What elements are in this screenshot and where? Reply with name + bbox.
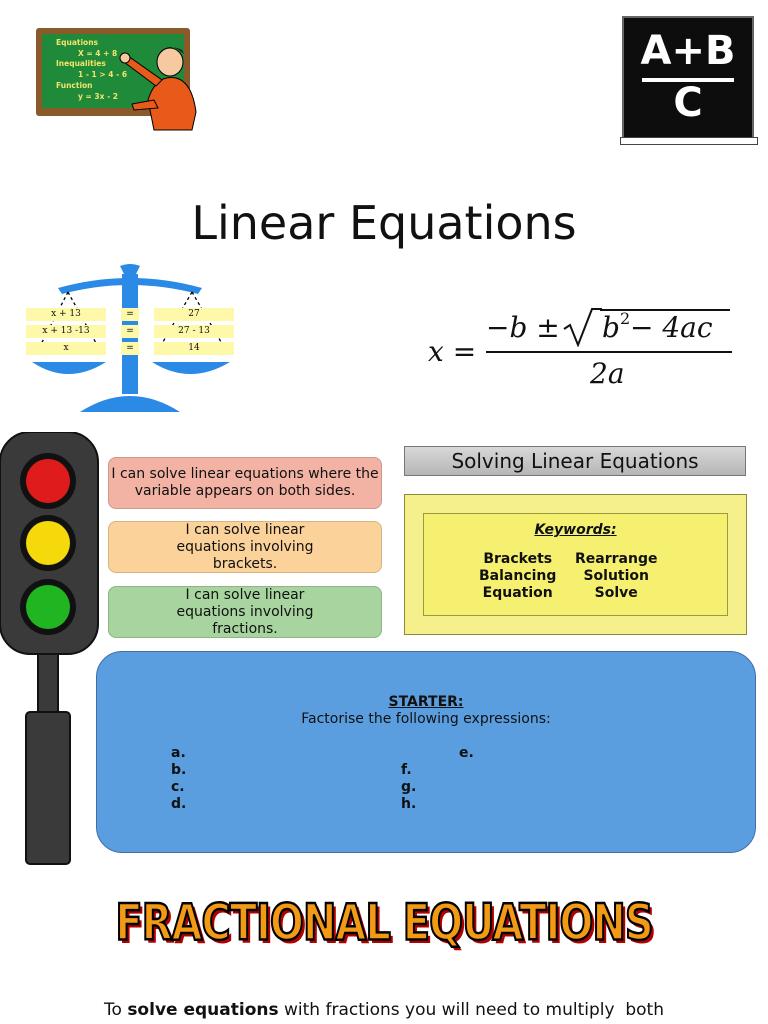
formula-radicand: b <box>602 311 620 344</box>
chalk-line: y = 3x - 2 <box>78 92 119 101</box>
keyword: Solution <box>583 568 649 584</box>
objective-green: I can solve linear equations involving f… <box>108 586 382 638</box>
scale-mid-cell: = <box>121 325 139 338</box>
starter-item: b. <box>171 762 187 778</box>
formula-numerator-start: −b ± <box>486 311 560 344</box>
scale-left-cell: x <box>26 342 106 355</box>
scale-left-cell: x + 13 <box>26 308 106 321</box>
red-light-icon <box>26 459 70 503</box>
board-ledge <box>620 137 758 145</box>
body-text: To solve equations with fractions you wi… <box>0 1000 768 1020</box>
chalk-line: Function <box>56 81 93 90</box>
teacher-icon <box>119 47 197 131</box>
board-fraction-bar <box>642 78 734 82</box>
keyword: Balancing <box>479 568 557 584</box>
scale-right-cell: 27 <box>154 308 234 321</box>
starter-item: c. <box>171 779 185 795</box>
green-light-icon <box>26 585 70 629</box>
objective-green-text: I can solve linear equations involving f… <box>176 586 314 637</box>
formula-radicand-rest: − 4ac <box>630 311 713 344</box>
keywords-inner <box>423 513 728 616</box>
starter-item: d. <box>171 796 187 812</box>
scale-icon <box>32 264 230 412</box>
keywords-col-2: Rearrange Solution Solve <box>575 551 657 602</box>
keywords-box: Keywords: Brackets Balancing Equation Re… <box>404 494 747 635</box>
body-text-post: with fractions you will need to multiply… <box>278 1000 664 1020</box>
scale-right-cell: 14 <box>154 342 234 355</box>
keyword: Solve <box>594 585 638 601</box>
scale-mid-cell: = <box>121 308 139 321</box>
section-banner: Solving Linear Equations <box>404 446 746 476</box>
formula-exponent: 2 <box>620 309 631 328</box>
starter-item: h. <box>401 796 417 812</box>
formula-lhs: x = <box>428 335 477 368</box>
scale-mid-cell: = <box>121 342 139 355</box>
starter-item: a. <box>171 745 186 761</box>
starter-item: g. <box>401 779 417 795</box>
board-numerator: A+B <box>640 28 736 74</box>
chalk-line: X = 4 + 8 <box>78 49 118 58</box>
keyword: Equation <box>482 585 553 601</box>
keywords-title: Keywords: <box>534 522 617 538</box>
keyword: Brackets <box>483 551 553 567</box>
objective-amber-text: I can solve linear equations involving b… <box>176 521 314 572</box>
objective-red-text: I can solve linear equations where the v… <box>111 466 379 499</box>
quadratic-formula: x = −b ± b 2 − 4ac 2a <box>428 305 748 395</box>
fractional-equations-heading: FRACTIONAL EQUATIONS <box>114 893 654 953</box>
balance-scale-clipart: x + 13 = 27 x + 13 -13 = 27 - 13 x = 14 <box>22 262 238 418</box>
scale-right-cell: 27 - 13 <box>154 325 234 338</box>
objective-red: I can solve linear equations where the v… <box>108 457 382 509</box>
board-denominator: C <box>673 80 703 126</box>
body-text-bold: solve equations <box>127 1000 279 1020</box>
objective-amber: I can solve linear equations involving b… <box>108 521 382 573</box>
sqrt-sign-icon <box>563 308 602 347</box>
amber-light-icon <box>26 521 70 565</box>
keywords-col-1: Brackets Balancing Equation <box>479 551 556 602</box>
body-text-pre: To <box>104 1000 128 1020</box>
formula-fraction-bar <box>486 351 732 353</box>
starter-title: STARTER: <box>388 694 464 710</box>
formula-denominator: 2a <box>590 357 625 390</box>
page-title: Linear Equations <box>191 196 577 250</box>
chalk-line: 1 - 1 > 4 - 6 <box>78 70 128 79</box>
scale-left-cell: x + 13 -13 <box>26 325 106 338</box>
starter-subtitle: Factorise the following expressions: <box>301 711 551 727</box>
traffic-light-icon <box>0 432 99 865</box>
chalk-line: Inequalities <box>56 59 106 68</box>
chalk-line: Equations <box>56 38 99 47</box>
starter-box: STARTER: Factorise the following express… <box>96 651 756 853</box>
starter-item: e. <box>459 745 474 761</box>
keyword: Rearrange <box>575 551 658 567</box>
starter-item: f. <box>401 762 412 778</box>
fraction-board-clipart: A+B C <box>622 16 754 140</box>
